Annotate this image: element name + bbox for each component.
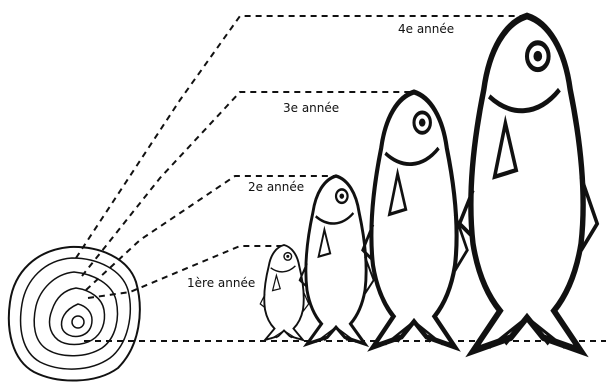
- fish-year1: [260, 245, 308, 340]
- fish-year3: [363, 92, 468, 347]
- scale-illustration: [9, 247, 140, 381]
- label-year2: 2e année: [248, 180, 304, 194]
- label-year1: 1ère année: [187, 276, 255, 290]
- label-year3: 3e année: [283, 101, 339, 115]
- fish-year2: [300, 176, 374, 344]
- fish-year4: [460, 16, 598, 351]
- label-year4: 4e année: [398, 22, 454, 36]
